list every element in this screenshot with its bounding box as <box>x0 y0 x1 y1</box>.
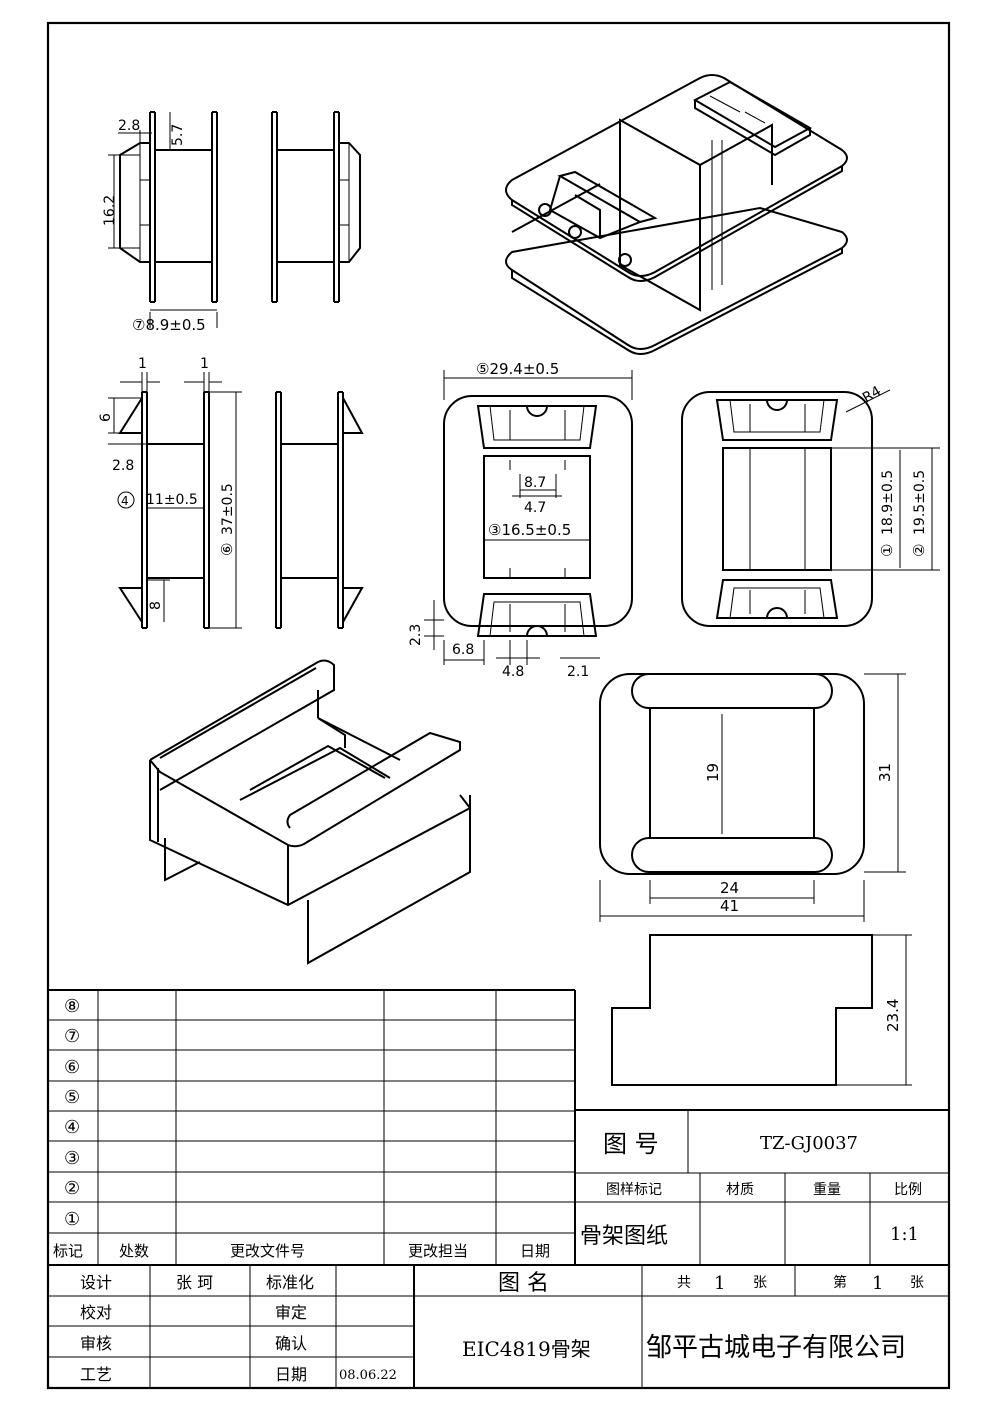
rev-marker-6: ⑥ <box>64 1057 80 1078</box>
dim-5-7: 5.7 <box>170 124 186 146</box>
rev-header-count: 处数 <box>119 1242 149 1260</box>
dim-18-9-circle: ① <box>878 544 896 557</box>
rev-marker-4: ④ <box>64 1117 80 1138</box>
rev-marker-2: ② <box>64 1178 80 1199</box>
back-view: R4 18.9±0.5 ① 19.5±0.5 ② <box>681 383 940 627</box>
dim-16-5: ③16.5±0.5 <box>488 521 571 539</box>
designer: 张 珂 <box>176 1273 213 1292</box>
drawing-no: TZ-GJ0037 <box>760 1133 858 1154</box>
sheet-border <box>46 21 951 1390</box>
dim-1-right: 1 <box>200 356 209 372</box>
dim-8-7: 8.7 <box>524 475 546 491</box>
review-label: 审定 <box>275 1303 307 1322</box>
dim-6-8: 6.8 <box>452 642 474 658</box>
rev-marker-7: ⑦ <box>64 1026 80 1047</box>
scale: 1:1 <box>890 1224 919 1245</box>
dim-11-circle-digit: 4 <box>121 494 129 508</box>
rev-header-owner: 更改担当 <box>408 1242 468 1260</box>
dim-11-circle: ④ <box>0 0 1 1</box>
sheet-unit-a: 张 <box>753 1275 767 1291</box>
dim-6: 6 <box>98 413 114 422</box>
isometric-view-bottom <box>149 659 471 965</box>
dim-4-7: 4.7 <box>524 500 546 516</box>
scale-label: 比例 <box>894 1182 922 1198</box>
dim-37: 37±0.5 <box>220 483 236 535</box>
sheet-unit-b: 张 <box>910 1275 924 1291</box>
rev-marker-1: ① <box>64 1209 80 1230</box>
confirm-label: 确认 <box>275 1334 307 1353</box>
company-name: 邹平古城电子有限公司 <box>646 1333 906 1363</box>
sample-mark: 骨架图纸 <box>580 1224 668 1249</box>
name-label: 图 名 <box>498 1271 549 1296</box>
dim-2-8-top: 2.8 <box>118 118 140 134</box>
dim-37-circle: ⑥ <box>218 543 236 556</box>
side-view-middle-mirror <box>275 391 364 629</box>
drawing-no-label: 图 号 <box>603 1130 659 1158</box>
rev-header-date: 日期 <box>520 1242 550 1260</box>
side-view-top-mirror <box>271 111 361 303</box>
title-block: 图 号 TZ-GJ0037 图样标记 材质 重量 比例 骨架图纸 1:1 <box>575 1109 949 1265</box>
sheet: 1 <box>872 1273 883 1294</box>
dim-29-4: ⑤29.4±0.5 <box>476 360 559 378</box>
front-view: ⑤29.4±0.5 8.7 4.7 ③16.5±0.5 2.3 6.8 4.8 … <box>408 360 633 680</box>
dim-19-5-circle: ② <box>910 544 928 557</box>
side-view-top: 2.8 5.7 16.2 ⑦8.9±0.5 <box>102 111 218 334</box>
rev-header-docno: 更改文件号 <box>230 1242 305 1260</box>
dim-18-9: 18.9±0.5 <box>880 470 896 535</box>
dim-19: 19 <box>704 763 722 782</box>
dim-16-2: 16.2 <box>102 195 118 226</box>
dim-2-8-mid: 2.8 <box>112 458 134 474</box>
rev-header-mark: 标记 <box>53 1242 83 1260</box>
standard-label: 标准化 <box>266 1273 314 1292</box>
revision-table: ⑧ ⑦ ⑥ ⑤ ④ ③ ② ① 标记 处数 更改文件号 更改担当 日期 <box>48 989 949 1266</box>
dim-31: 31 <box>876 763 894 782</box>
process-label: 工艺 <box>80 1365 112 1384</box>
dim-2-1: 2.1 <box>567 664 589 680</box>
material-label: 材质 <box>726 1182 754 1198</box>
drawing-name: EIC4819骨架 <box>462 1337 591 1361</box>
dim-8: 8 <box>148 601 164 610</box>
date-label: 日期 <box>275 1365 307 1384</box>
profile-view: 23.4 <box>611 934 912 1086</box>
sample-mark-label: 图样标记 <box>606 1182 662 1198</box>
dim-1-left: 1 <box>138 356 147 372</box>
dim-41: 41 <box>720 897 739 915</box>
dim-11: 11±0.5 <box>146 492 198 508</box>
sheet-label: 第 <box>833 1274 847 1291</box>
rev-marker-3: ③ <box>64 1148 80 1169</box>
rev-marker-5: ⑤ <box>64 1087 80 1108</box>
dim-4-8: 4.8 <box>502 664 524 680</box>
isometric-view-top <box>505 74 848 355</box>
total: 1 <box>714 1273 725 1294</box>
total-label: 共 <box>677 1275 691 1291</box>
dim-23-4: 23.4 <box>884 999 902 1032</box>
date: 08.06.22 <box>339 1368 397 1383</box>
dim-24: 24 <box>720 879 739 897</box>
top-view: 19 31 24 41 <box>599 673 906 922</box>
weight-label: 重量 <box>813 1182 841 1198</box>
dim-8-9: ⑦8.9±0.5 <box>132 316 206 334</box>
design-label: 设计 <box>80 1273 112 1292</box>
side-view-middle: 1 1 6 2.8 ④ 4 11±0.5 37±0.5 ⑥ 8 <box>0 0 242 629</box>
sign-block: 设计 张 珂 标准化 校对 审定 审核 确认 工艺 日期 08.06.22 图 … <box>48 1265 949 1388</box>
check-label: 校对 <box>80 1303 112 1322</box>
dim-2-3: 2.3 <box>408 624 424 646</box>
dim-19-5: 19.5±0.5 <box>912 470 928 535</box>
audit-label: 审核 <box>80 1334 112 1353</box>
rev-marker-8: ⑧ <box>64 996 80 1017</box>
